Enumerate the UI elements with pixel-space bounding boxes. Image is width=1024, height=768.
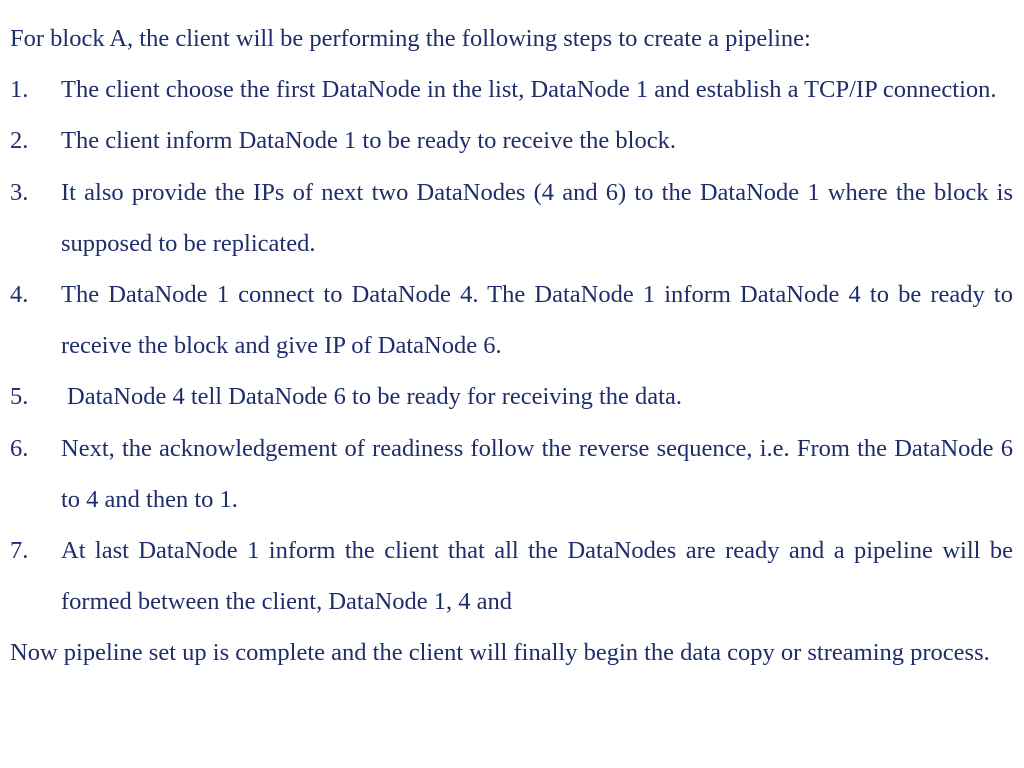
intro-paragraph: For block A, the client will be performi… — [10, 25, 811, 52]
step-number: 5. — [10, 383, 29, 411]
step-text: At last DataNode 1 inform the client tha… — [61, 537, 1013, 616]
step-number: 6. — [10, 434, 29, 462]
step-number: 3. — [10, 178, 29, 206]
list-item-step-7: 7. At last DataNode 1 inform the client … — [10, 525, 1013, 627]
list-item-step-5: 5. DataNode 4 tell DataNode 6 to be read… — [10, 371, 1013, 422]
list-item-step-3: 3. It also provide the IPs of next two D… — [10, 167, 1013, 269]
step-text: The client inform DataNode 1 to be ready… — [61, 127, 676, 155]
steps-list: 1. The client choose the first DataNode … — [10, 64, 1013, 627]
step-text: It also provide the IPs of next two Data… — [61, 178, 1013, 257]
list-item-step-1: 1. The client choose the first DataNode … — [10, 64, 1013, 115]
list-item-step-6: 6. Next, the acknowledgement of readines… — [10, 423, 1013, 525]
list-item-step-4: 4. The DataNode 1 connect to DataNode 4.… — [10, 269, 1013, 371]
step-number: 2. — [10, 127, 29, 155]
step-text: Next, the acknowledgement of readiness f… — [61, 434, 1013, 513]
list-item-step-2: 2. The client inform DataNode 1 to be re… — [10, 115, 1013, 166]
outro-paragraph: Now pipeline set up is complete and the … — [10, 639, 990, 667]
step-number: 4. — [10, 281, 29, 309]
step-text: DataNode 4 tell DataNode 6 to be ready f… — [67, 383, 682, 411]
step-text: The client choose the first DataNode in … — [61, 76, 997, 104]
step-number: 7. — [10, 537, 29, 565]
step-number: 1. — [10, 76, 29, 104]
step-text: The DataNode 1 connect to DataNode 4. Th… — [61, 281, 1013, 360]
slide-body: For block A, the client will be performi… — [10, 13, 1013, 679]
